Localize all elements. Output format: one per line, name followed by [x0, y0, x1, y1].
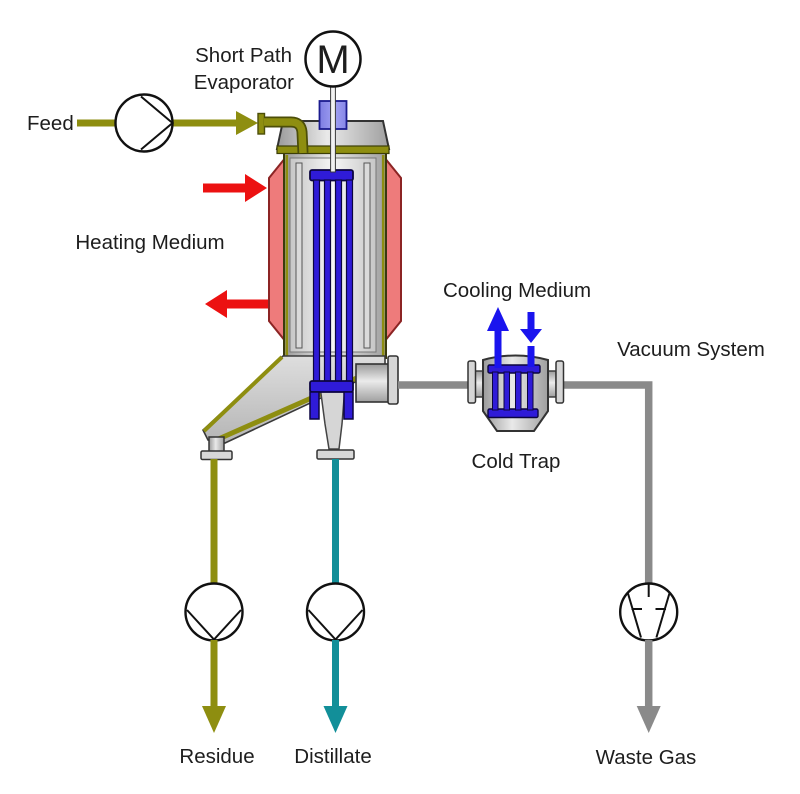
feed-pump-symbol [114, 93, 174, 153]
label-heating-medium: Heating Medium [75, 231, 224, 254]
waste-gas-arrow-icon [636, 706, 661, 733]
label-cold-trap: Cold Trap [472, 450, 561, 473]
agitator-shaft [330, 85, 336, 173]
distillate-stream [305, 459, 366, 733]
cold-trap [467, 307, 565, 432]
evaporator-body-olive-edge-left [285, 155, 289, 356]
cold-trap-flange-right [555, 360, 565, 404]
cold-trap-coil-tube-3 [515, 371, 522, 411]
vapor-nozzle [355, 363, 390, 403]
motor-symbol [304, 30, 362, 88]
feed-pump-chevron-icon [140, 95, 175, 151]
inner-wall-right [363, 162, 371, 349]
label-unit-line2: Evaporator [194, 71, 294, 94]
cold-trap-coil-bottom-header [487, 408, 539, 419]
residue-pump-symbol [184, 582, 244, 642]
cold-trap-coil-tube-1 [492, 371, 499, 411]
label-cooling-medium: Cooling Medium [443, 279, 591, 302]
residue-arrow-icon [202, 706, 226, 733]
label-residue: Residue [179, 745, 254, 768]
heating-outlet-arrow-icon [205, 290, 268, 318]
cooling-inlet-pipe [527, 346, 535, 367]
waste-gas-stream [619, 582, 679, 733]
distillate-funnel [319, 385, 346, 450]
rotor-collar-left [309, 391, 320, 420]
evaporator-interior [289, 157, 377, 353]
feed-arrow-icon [236, 111, 258, 135]
distillate-arrow-icon [323, 706, 348, 733]
distillate-pump-chevron-icon [307, 609, 364, 641]
cooling-outlet-arrow-icon [487, 307, 509, 331]
cooling-outlet-pipe [494, 331, 502, 368]
cone-olive-edge-upper [202, 355, 284, 433]
vacuum-pump-internals-icon [627, 584, 671, 638]
distillate-pump-symbol [305, 582, 366, 642]
cold-trap-coil-tube-2 [503, 371, 510, 411]
rotor-tube-1 [312, 179, 321, 384]
cold-trap-coil-tube-4 [527, 371, 534, 411]
rotor-bottom-header [309, 380, 354, 393]
label-distillate: Distillate [294, 745, 371, 768]
feed-inlet-flange [257, 112, 266, 135]
feed-stream [77, 93, 309, 154]
evaporator-body-olive-edge-right [381, 155, 385, 356]
residue-outlet-flange [200, 450, 233, 461]
label-waste-gas: Waste Gas [596, 746, 697, 769]
inner-wall-left [295, 162, 303, 349]
heating-inlet-arrow-icon [203, 174, 267, 202]
label-vacuum-system: Vacuum System [617, 338, 765, 361]
rotor-tube-2 [323, 179, 332, 384]
cooling-inlet-arrow-shaft [527, 312, 535, 329]
rotor-tube-3 [334, 179, 343, 384]
rotor-collar-right [343, 391, 354, 420]
vacuum-line-right [563, 381, 653, 583]
rotor-tube-4 [345, 179, 354, 384]
residue-pump-chevron-icon [186, 609, 242, 641]
label-unit-line1: Short Path [195, 44, 292, 67]
cold-trap-flange-left [467, 360, 477, 404]
motor-label: M [316, 38, 349, 82]
residue-outlet-stub [208, 436, 225, 453]
vapor-nozzle-flange [387, 355, 399, 405]
cooling-inlet-arrow-icon [520, 329, 542, 343]
label-feed: Feed [27, 112, 74, 135]
distillate-outlet-flange [316, 449, 355, 460]
feed-inlet-pipe [264, 118, 307, 154]
residue-stream [184, 459, 244, 733]
